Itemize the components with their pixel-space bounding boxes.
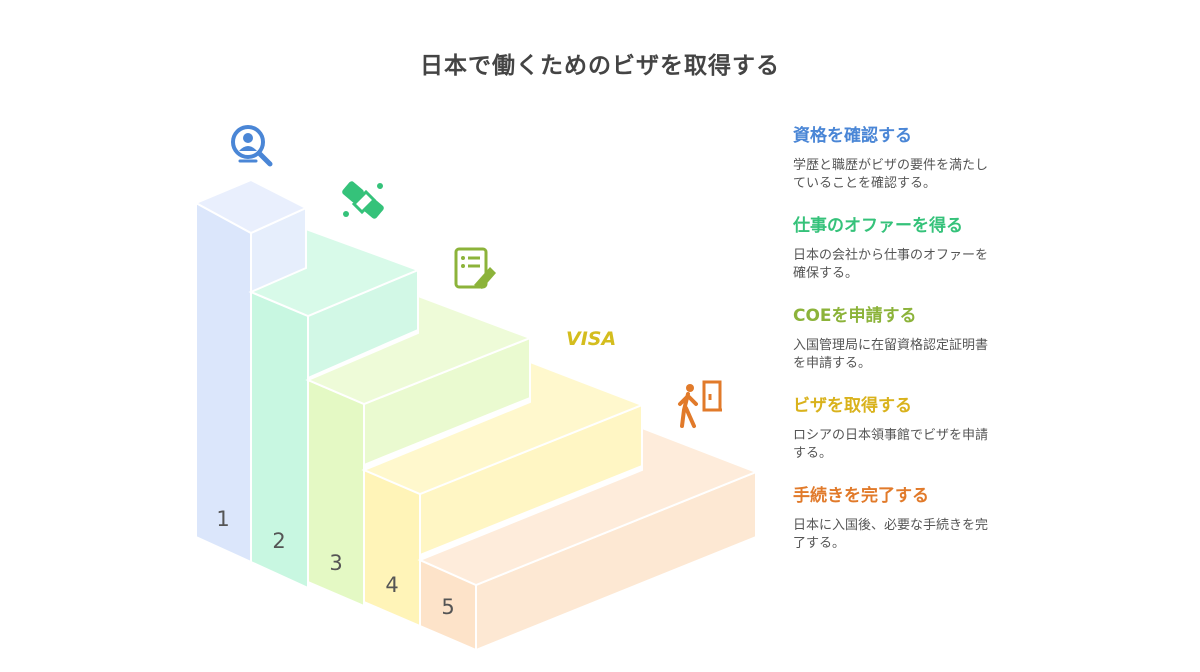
visa-icon: VISA bbox=[566, 328, 616, 350]
step-block-3: 3 bbox=[305, 294, 533, 608]
step-number-4: 4 bbox=[385, 573, 398, 597]
visa-icon-text: VISA bbox=[566, 328, 616, 350]
document-sign-icon bbox=[454, 247, 496, 289]
step-description-5: 手続きを完了する 日本に入国後、必要な手続きを完了する。 bbox=[793, 485, 1023, 553]
step-number-1: 1 bbox=[216, 507, 229, 531]
step-heading-5: 手続きを完了する bbox=[793, 486, 929, 506]
step-description-1: 資格を確認する 学歴と職歴がビザの要件を満たしていることを確認する。 bbox=[793, 125, 1023, 193]
step-number-5: 5 bbox=[441, 595, 454, 619]
step-block-2: 2 bbox=[248, 227, 421, 590]
step-heading-3: COEを申請する bbox=[793, 306, 917, 326]
step-heading-4: ビザを取得する bbox=[793, 396, 912, 416]
step-text-4: ロシアの日本領事館でビザを申請する。 bbox=[793, 428, 989, 461]
magnifier-person-icon bbox=[231, 125, 273, 167]
step-description-2: 仕事のオファーを得る 日本の会社から仕事のオファーを確保する。 bbox=[793, 215, 1023, 283]
person-walking-door-icon bbox=[678, 380, 722, 428]
handshake-icon bbox=[342, 181, 384, 219]
step-description-3: COEを申請する 入国管理局に在留資格認定証明書を申請する。 bbox=[793, 305, 1023, 373]
step-text-3: 入国管理局に在留資格認定証明書を申請する。 bbox=[793, 338, 989, 371]
step-heading-2: 仕事のオファーを得る bbox=[793, 216, 963, 236]
step-heading-1: 資格を確認する bbox=[793, 126, 912, 146]
step-text-1: 学歴と職歴がビザの要件を満たしていることを確認する。 bbox=[793, 158, 989, 191]
page-title: 日本で働くためのビザを取得する bbox=[420, 53, 780, 79]
step-number-3: 3 bbox=[329, 551, 342, 575]
step-block-5: 5 bbox=[417, 426, 759, 652]
step-text-2: 日本の会社から仕事のオファーを確保する。 bbox=[793, 248, 989, 281]
step-number-2: 2 bbox=[272, 529, 285, 553]
step-description-4: ビザを取得する ロシアの日本領事館でビザを申請する。 bbox=[793, 395, 1023, 463]
step-text-5: 日本に入国後、必要な手続きを完了する。 bbox=[793, 518, 989, 551]
